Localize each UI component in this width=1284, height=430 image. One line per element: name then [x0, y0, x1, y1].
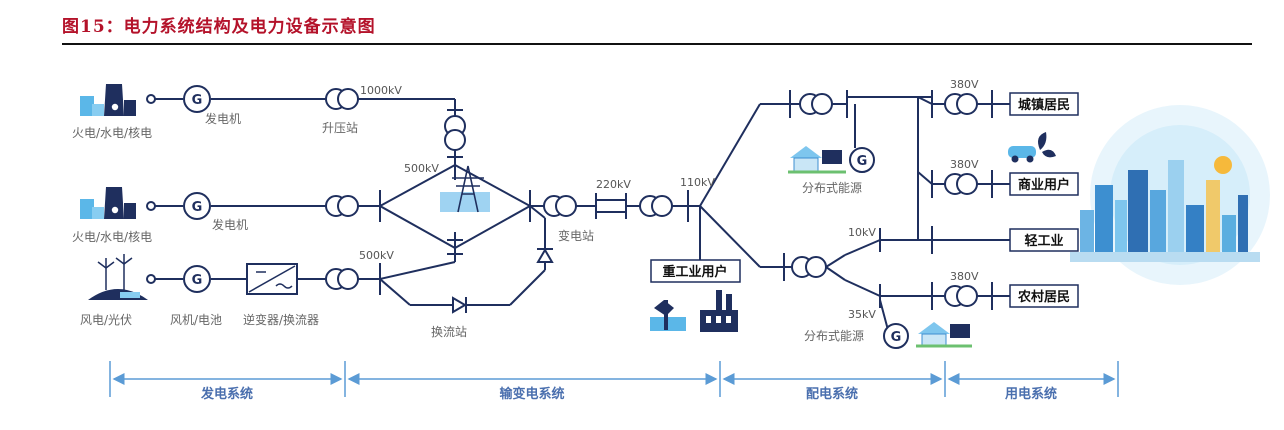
consumer-label: 城镇居民 [1018, 97, 1070, 113]
segment-label-transmission: 输变电系统 [499, 386, 564, 402]
title-rule [62, 43, 1252, 45]
transformer-icon [944, 285, 978, 307]
equipment-label: 风机/电池 [170, 313, 222, 327]
consumer-box-light-industry: 轻工业 [1009, 228, 1079, 252]
generator-icon [849, 147, 875, 173]
voltage-label: 1000kV [360, 84, 402, 97]
transformer-icon [325, 268, 359, 290]
equipment-label: 发电机 [212, 217, 248, 232]
power-plant-icon [80, 187, 136, 219]
transmission-tower-icon [440, 165, 490, 213]
voltage-label: 220kV [596, 178, 631, 191]
generator-letter: G [857, 154, 868, 169]
factory-icon [650, 290, 738, 332]
segment-label-generation: 发电系统 [200, 386, 253, 402]
source-label: 火电/水电/核电 [72, 126, 152, 140]
transformer-icon [799, 93, 833, 115]
transformer-icon [543, 195, 577, 217]
electric-car-icon [1008, 132, 1056, 163]
source-label: 风电/光伏 [80, 313, 132, 327]
generator-icon [183, 265, 211, 293]
wiring [146, 90, 1010, 331]
diode-icon [452, 296, 467, 314]
generator-letter: G [192, 200, 203, 215]
equipment-label: 变电站 [558, 228, 594, 243]
wind-solar-icon [88, 254, 148, 300]
transformer-icon [444, 115, 466, 151]
power-plant-icon [80, 84, 136, 116]
voltage-label: 380V [950, 270, 979, 283]
equipment-label: 发电机 [205, 111, 241, 126]
voltage-label: 35kV [848, 308, 876, 321]
generator-letter: G [891, 330, 902, 345]
consumer-label: 农村居民 [1017, 289, 1070, 305]
equipment-label: 逆变器/换流器 [243, 312, 319, 327]
equipment-label: 换流站 [431, 325, 467, 339]
generator-icon [183, 85, 211, 113]
transformer-icon [325, 88, 359, 110]
voltage-label: 10kV [848, 226, 876, 239]
voltage-label: 110kV [680, 176, 715, 189]
equipment-label: 分布式能源 [802, 181, 862, 195]
consumer-label: 轻工业 [1024, 233, 1063, 249]
consumer-box-heavy-industry: 重工业用户 [650, 259, 741, 283]
figure-title: 图15：电力系统结构及电力设备示意图 [62, 17, 376, 37]
generator-letter: G [192, 93, 203, 108]
segment-bar [109, 361, 1119, 397]
inverter-icon [246, 263, 298, 295]
consumer-box-commercial: 商业用户 [1009, 172, 1079, 196]
equipment-label: 分布式能源 [804, 329, 864, 343]
consumer-box-urban: 城镇居民 [1009, 92, 1079, 116]
diode-icon [536, 248, 554, 263]
transformer-icon [944, 93, 978, 115]
distributed-solar-icon [788, 146, 846, 174]
distributed-solar-icon [916, 322, 972, 348]
voltage-label: 380V [950, 78, 979, 91]
consumer-box-rural: 农村居民 [1009, 284, 1079, 308]
source-label: 火电/水电/核电 [72, 230, 152, 244]
segment-label-consumption: 用电系统 [1004, 386, 1057, 402]
voltage-label: 380V [950, 158, 979, 171]
voltage-label: 500kV [404, 162, 439, 175]
consumer-label: 商业用户 [1018, 177, 1070, 193]
consumer-label: 重工业用户 [662, 264, 727, 280]
transformer-icon [791, 256, 827, 278]
equipment-label: 升压站 [322, 121, 358, 135]
segment-label-distribution: 配电系统 [806, 386, 858, 402]
transformer-icon [944, 173, 978, 195]
generator-letter: G [192, 273, 203, 288]
generator-icon [883, 323, 909, 349]
voltage-label: 500kV [359, 249, 394, 262]
generator-icon [183, 192, 211, 220]
city-skyline-icon [1070, 105, 1270, 285]
transformer-icon [639, 195, 673, 217]
transformer-icon [325, 195, 359, 217]
